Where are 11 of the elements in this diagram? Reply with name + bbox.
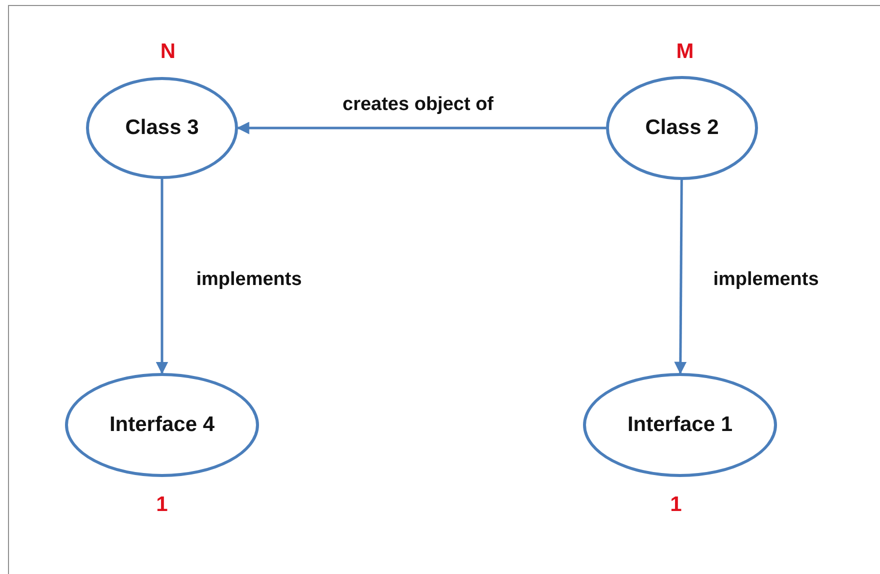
- ellipse-node: Interface 1: [583, 373, 777, 477]
- ellipse-node: Class 2: [606, 76, 758, 180]
- ellipse-node: Class 3: [86, 77, 238, 179]
- arrow: [236, 122, 606, 134]
- ellipse-node: Interface 4: [65, 373, 259, 477]
- multiplicity-label: 1: [156, 493, 168, 517]
- multiplicity-label: M: [676, 40, 694, 64]
- multiplicity-label: 1: [670, 493, 682, 517]
- arrow: [156, 179, 168, 374]
- multiplicity-label: N: [160, 40, 176, 64]
- arrow: [674, 180, 687, 374]
